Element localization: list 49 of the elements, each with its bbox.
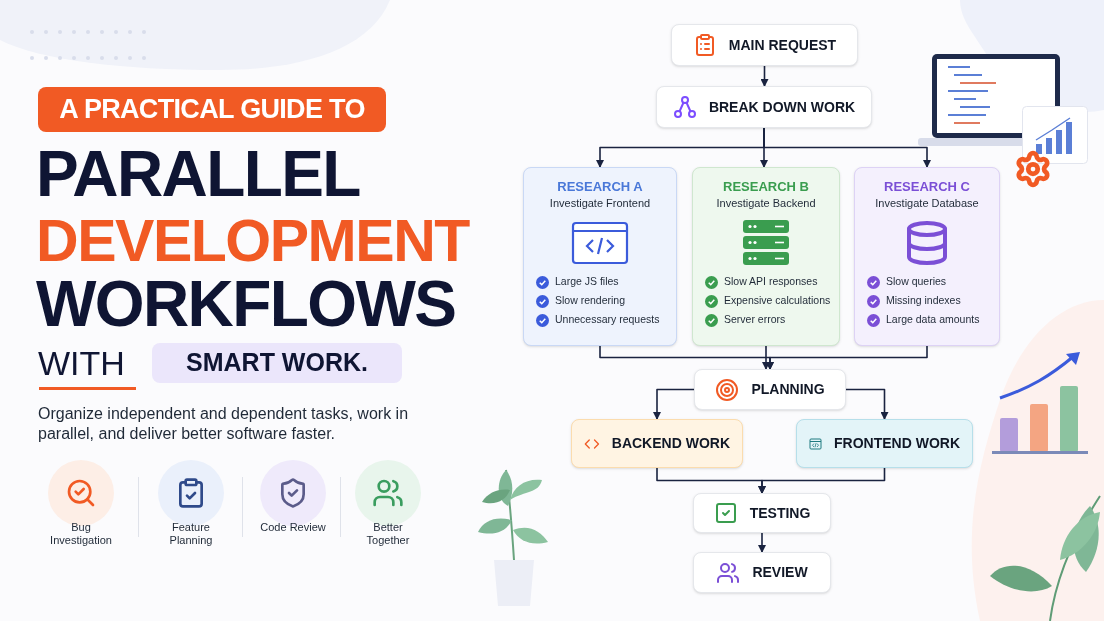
step-label: FRONTEND WORK <box>834 434 960 453</box>
arrow <box>762 345 770 370</box>
list-item: Slow queries <box>886 274 947 287</box>
description: Organize independent and dependent tasks, work in parallel, and deliver better software faster. <box>38 404 410 444</box>
highlight-pill: SMART WORK. <box>152 343 402 383</box>
arrow <box>845 388 889 420</box>
subtitle-word: WITH <box>38 343 125 384</box>
list-item: Slow rendering <box>555 293 626 306</box>
arrow <box>763 127 931 168</box>
card-subtitle: Investigate Database <box>875 197 979 211</box>
process-box <box>693 552 831 593</box>
list-item: Slow API responses <box>724 274 818 287</box>
feature-caption: Code Review <box>259 521 327 534</box>
card-heading: RESEARCH A <box>557 180 643 193</box>
process-box <box>656 86 872 128</box>
process-box <box>693 493 831 533</box>
list-item: Large JS files <box>555 274 619 287</box>
research-card <box>854 167 1000 346</box>
step-label: MAIN REQUEST <box>728 35 837 55</box>
arrow <box>758 532 766 553</box>
process-box <box>694 369 846 410</box>
arrow <box>766 345 928 370</box>
process-box <box>571 419 743 468</box>
step-label: BACKEND WORK <box>611 434 730 453</box>
feature-caption: Better Together <box>365 521 411 547</box>
research-card <box>523 167 677 346</box>
feature-caption: Bug Investigation <box>49 521 113 547</box>
step-label: REVIEW <box>752 563 808 582</box>
list-item: Unnecessary requests <box>555 312 660 325</box>
feature-caption: Feature Planning <box>168 521 214 547</box>
list-item: Expensive calculations <box>724 293 831 306</box>
research-card <box>692 167 840 346</box>
card-subtitle: Investigate Frontend <box>549 197 651 211</box>
process-box <box>671 24 858 66</box>
title-badge: A PRACTICAL GUIDE TO <box>38 87 386 132</box>
list-item: Missing indexes <box>886 293 961 306</box>
arrow <box>760 65 769 87</box>
process-box <box>796 419 973 468</box>
step-label: PLANNING <box>751 380 825 399</box>
arrow <box>758 467 886 494</box>
card-subtitle: Investigate Backend <box>716 197 816 211</box>
card-heading: RESEARCH C <box>884 180 970 193</box>
list-item: Large data amounts <box>886 312 980 325</box>
step-label: BREAK DOWN WORK <box>708 97 856 117</box>
step-label: TESTING <box>749 503 811 523</box>
list-item: Server errors <box>724 312 786 325</box>
title-line: PARALLEL <box>36 138 360 210</box>
arrow <box>653 388 695 420</box>
card-heading: RESEARCH B <box>723 180 809 193</box>
